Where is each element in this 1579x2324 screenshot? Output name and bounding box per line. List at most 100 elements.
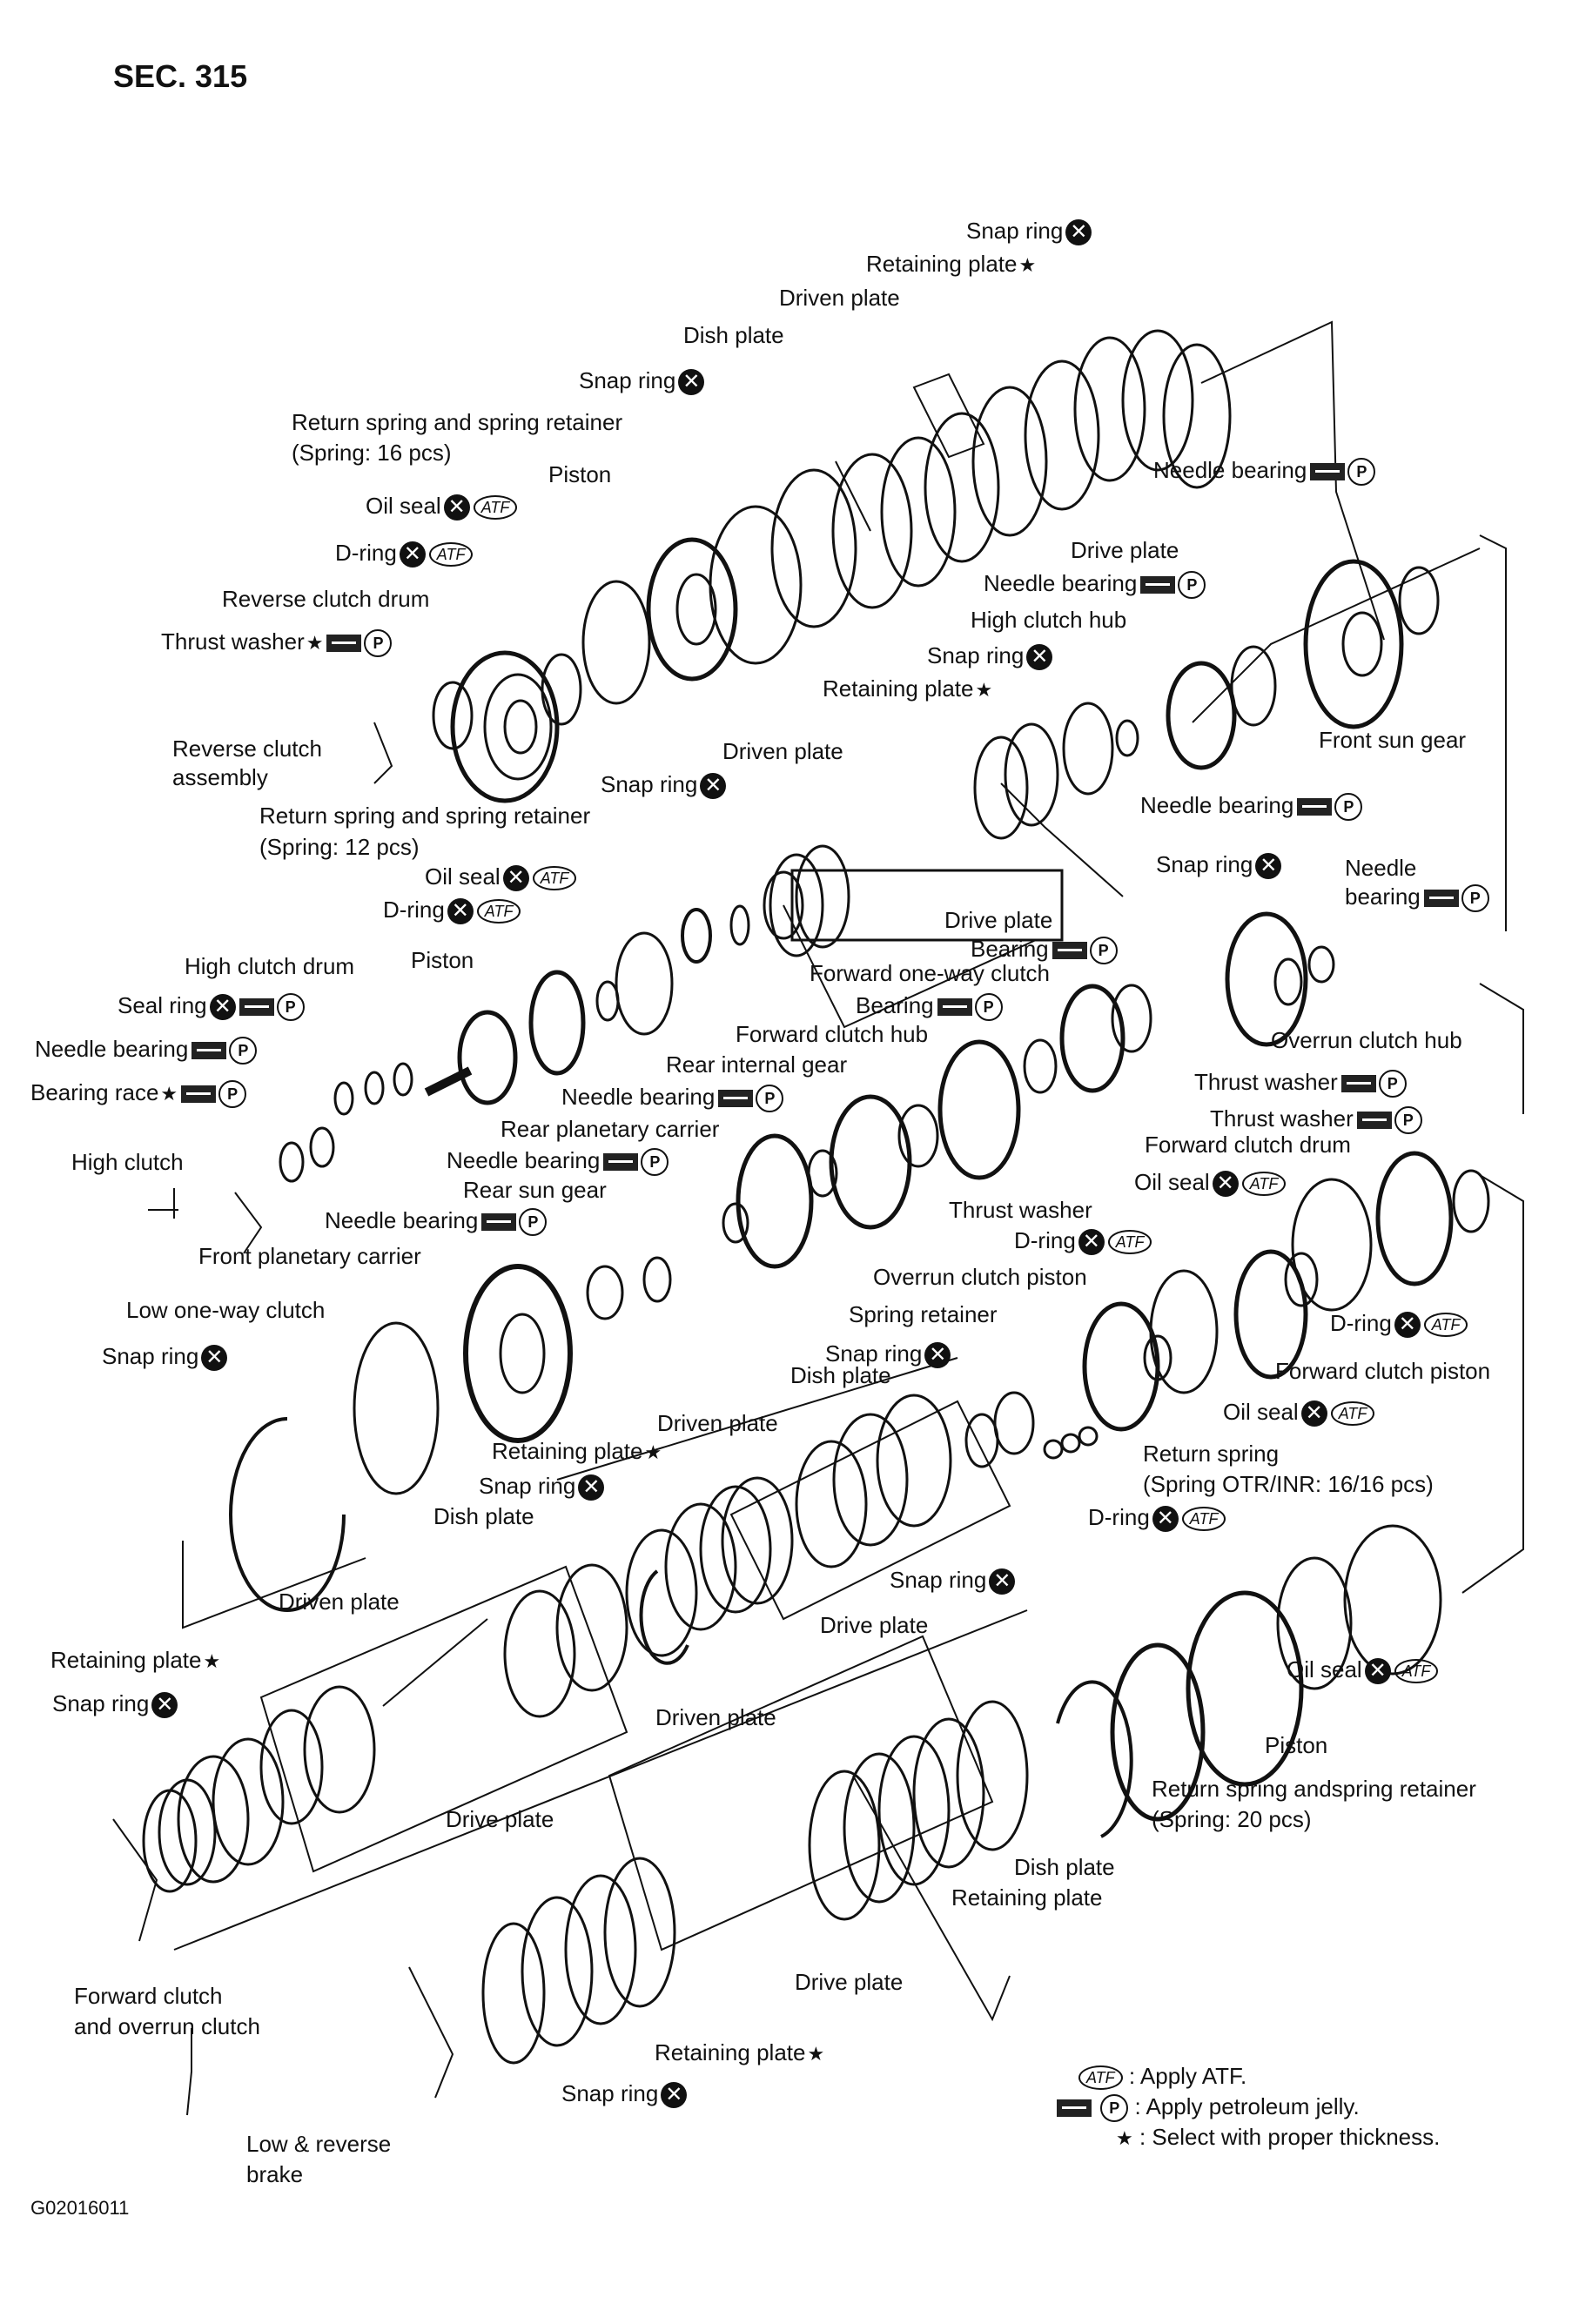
replace-part-icon: ✕ (1152, 1506, 1179, 1533)
label-text: Bearing (971, 936, 1049, 962)
label-text: Snap ring (1156, 851, 1253, 877)
label-text: Piston (548, 461, 612, 487)
petroleum-jelly-icon (718, 1090, 754, 1108)
label-text: Driven plate (657, 1410, 778, 1436)
legend-atf: ATF : Apply ATF. (1075, 2063, 1247, 2091)
label-text: Low one-way clutch (126, 1297, 326, 1323)
petroleum-jelly-icon (239, 998, 274, 1017)
label-text: Piston (411, 947, 474, 973)
label-snap-ring-6: Snap ring✕ (102, 1343, 228, 1372)
label-drive-plate-5: Drive plate (795, 1969, 903, 1995)
p-icon: P (519, 1208, 548, 1237)
label-dish-plate-2: Dish plate (790, 1362, 891, 1388)
label-retaining-plate-3: Retaining plate★ (492, 1438, 662, 1466)
p-icon: P (1461, 884, 1489, 913)
label-piston-1: Piston (548, 461, 611, 487)
petroleum-jelly-icon (1140, 576, 1176, 594)
label-retaining-plate-6: Retaining plate★ (655, 2039, 824, 2067)
label-drive-plate-4: Drive plate (446, 1806, 554, 1832)
label-high-clutch-drum: High clutch drum (185, 953, 354, 979)
label-text: Driven plate (655, 1704, 776, 1730)
label-text: Driven plate (279, 1589, 400, 1615)
label-oil-seal-5: Oil seal✕ATF (1287, 1656, 1439, 1685)
p-icon: P (218, 1080, 247, 1109)
atf-icon: ATF (476, 899, 521, 924)
label-dish-plate-1: Dish plate (683, 322, 784, 348)
label-return-spring-2b: (Spring: 12 pcs) (259, 834, 420, 860)
label-forward-overrun-b: and overrun clutch (74, 2013, 260, 2039)
label-text: Forward clutch hub (736, 1021, 929, 1047)
label-return-spring-4a: Return spring andspring retainer (1152, 1776, 1476, 1802)
label-snap-ring-2: Snap ring✕ (579, 367, 705, 396)
label-text: Drive plate (1071, 537, 1179, 563)
label-text: Forward clutch piston (1275, 1358, 1491, 1384)
legend-star-text: : Select with proper thickness. (1139, 2124, 1441, 2150)
label-text: Overrun clutch piston (873, 1264, 1087, 1290)
p-icon: P (641, 1148, 669, 1177)
label-text: Snap ring (479, 1473, 576, 1499)
atf-icon: ATF (1241, 1172, 1287, 1197)
legend-atf-text: : Apply ATF. (1128, 2063, 1247, 2089)
label-snap-ring-3: Snap ring✕ (927, 642, 1053, 671)
front-sun-gear-group (1166, 559, 1440, 770)
petroleum-jelly-icon (1310, 463, 1346, 481)
star-icon: ★ (975, 679, 993, 701)
label-text: Snap ring (966, 218, 1064, 244)
label-text: Return spring and spring retainer (292, 409, 623, 435)
atf-icon: ATF (532, 866, 577, 891)
label-oil-seal-1: Oil seal✕ATF (366, 493, 518, 521)
petroleum-jelly-icon (191, 1042, 227, 1060)
petroleum-jelly-icon (1297, 798, 1333, 816)
replace-part-icon: ✕ (502, 865, 529, 892)
label-piston-2: Piston (411, 947, 474, 973)
label-text: Retaining plate (492, 1438, 643, 1464)
atf-icon: ATF (1078, 2065, 1123, 2091)
label-oil-seal-4: Oil seal✕ATF (1223, 1399, 1375, 1427)
label-forward-overrun-a: Forward clutch (74, 1983, 223, 2009)
label-text: Dish plate (433, 1503, 534, 1529)
replace-part-icon: ✕ (924, 1342, 951, 1369)
label-retaining-plate-2: Retaining plate★ (823, 675, 992, 703)
label-return-spring-3b: (Spring OTR/INR: 16/16 pcs) (1143, 1471, 1434, 1497)
label-d-ring-5: D-ring✕ATF (1088, 1504, 1226, 1533)
label-text: Needle (1345, 855, 1417, 881)
label-piston-3: Piston (1265, 1732, 1327, 1758)
label-text: Snap ring (890, 1567, 987, 1593)
label-text: Low & reverse (246, 2131, 392, 2157)
label-text: D-ring (1014, 1227, 1076, 1253)
replace-part-icon: ✕ (443, 494, 470, 521)
label-return-spring-1b: (Spring: 16 pcs) (292, 440, 452, 466)
label-bearing-race: Bearing race★P (30, 1079, 247, 1109)
replace-part-icon: ✕ (1364, 1658, 1391, 1685)
label-text: Thrust washer (1194, 1069, 1338, 1095)
legend-pj-text: : Apply petroleum jelly. (1134, 2093, 1360, 2119)
petroleum-jelly-icon (1356, 1112, 1392, 1130)
label-forward-clutch-drum: Forward clutch drum (1145, 1132, 1351, 1158)
label-low-reverse-a: Low & reverse (246, 2131, 391, 2157)
label-text: Drive plate (944, 907, 1053, 933)
label-snap-ring-4: Snap ring✕ (601, 771, 727, 800)
petroleum-jelly-icon (326, 635, 362, 653)
label-forward-clutch-piston: Forward clutch piston (1275, 1358, 1490, 1384)
low-reverse-brake-group (481, 1524, 1442, 2065)
label-overrun-clutch-piston: Overrun clutch piston (873, 1264, 1087, 1290)
label-snap-ring-11: Snap ring✕ (561, 2080, 688, 2109)
label-text: Return spring (1143, 1441, 1280, 1467)
label-d-ring-1: D-ring✕ATF (335, 540, 474, 568)
p-icon: P (1334, 793, 1363, 822)
label-driven-plate-2: Driven plate (722, 738, 843, 764)
label-text: Snap ring (52, 1690, 150, 1716)
label-d-ring-4: D-ring✕ATF (1330, 1310, 1468, 1339)
label-text: Seal ring (118, 992, 207, 1018)
label-return-spring-2a: Return spring and spring retainer (259, 803, 590, 829)
label-text: Snap ring (927, 642, 1025, 668)
p-icon: P (1394, 1106, 1422, 1135)
label-text: Retaining plate (951, 1884, 1103, 1911)
label-text: Forward one-way clutch (810, 960, 1050, 986)
label-text: Needle bearing (1153, 457, 1307, 483)
